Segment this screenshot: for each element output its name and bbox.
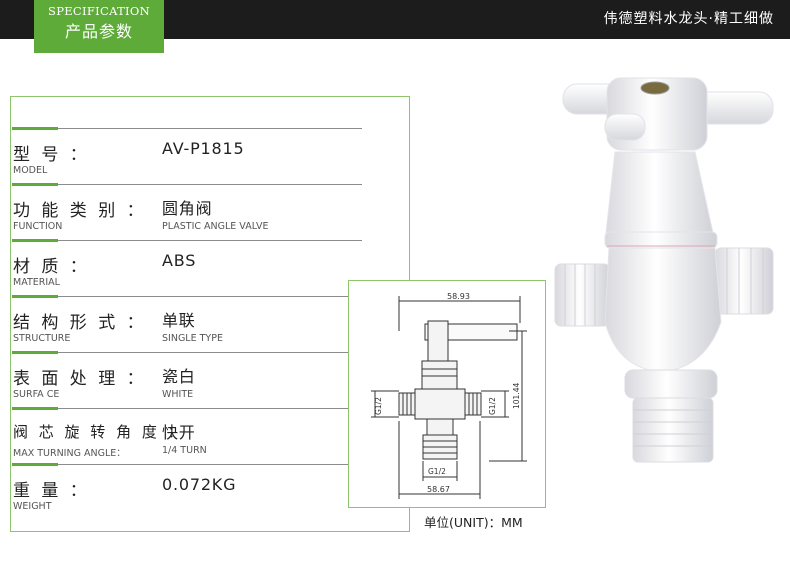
spec-label-cn: 阀 芯 旋 转 角 度 ： xyxy=(13,423,186,441)
dim-top-label: 58.93 xyxy=(447,292,470,301)
spec-label-en: STRUCTURE xyxy=(13,333,71,344)
spec-tab-cn: 产品参数 xyxy=(64,22,133,41)
thread-right-label: G1/2 xyxy=(488,397,497,415)
brand-text: 伟德塑料水龙头·精工细做 xyxy=(603,11,774,27)
spec-row-weight: 重 量 ： WEIGHT 0.072KG xyxy=(12,463,362,520)
spec-value-en: 1/4 TURN xyxy=(162,445,207,456)
spec-row-model: 型 号 ： MODEL AV-P1815 xyxy=(12,127,362,184)
dim-bottom-label: 58.67 xyxy=(427,485,450,494)
spec-label-en: MATERIAL xyxy=(13,277,60,288)
spec-label-cn: 材 质 ： xyxy=(13,257,90,277)
spec-label-cn: 表 面 处 理 ： xyxy=(13,369,147,389)
spec-value: 圆角阀 xyxy=(162,199,213,218)
spec-value: 单联 xyxy=(162,311,196,330)
spec-row-surface: 表 面 处 理 ： SURFA CE 瓷白 WHITE xyxy=(12,351,362,408)
spec-row-material: 材 质 ： MATERIAL ABS xyxy=(12,239,362,296)
spec-label-cn: 结 构 形 式 ： xyxy=(13,313,147,333)
spec-row-turning-angle: 阀 芯 旋 转 角 度 ： MAX TURNING ANGLE： 快开 1/4 … xyxy=(12,407,362,464)
thread-bottom-label: G1/2 xyxy=(428,467,446,476)
spec-value: 快开 xyxy=(162,423,196,442)
row-accent xyxy=(12,295,58,298)
thread-left-label: G1/2 xyxy=(374,397,383,415)
technical-drawing: 58.93 101.44 G1/2 G1/2 G1/2 58.67 xyxy=(348,280,546,508)
spec-label-en: FUNCTION xyxy=(13,221,63,232)
spec-row-structure: 结 构 形 式 ： STRUCTURE 单联 SINGLE TYPE xyxy=(12,295,362,352)
unit-label: 单位(UNIT)：MM xyxy=(424,515,523,530)
spec-tab-en: SPECIFICATION xyxy=(48,4,150,18)
spec-value: 0.072KG xyxy=(162,475,237,494)
product-image xyxy=(545,72,785,472)
angle-valve-illustration xyxy=(554,77,774,463)
spec-label-en: SURFA CE xyxy=(13,389,60,400)
spec-label-en: MODEL xyxy=(13,165,48,176)
spec-value: ABS xyxy=(162,251,197,270)
spec-value-en: WHITE xyxy=(162,389,194,400)
spec-row-function: 功 能 类 别 ： FUNCTION 圆角阀 PLASTIC ANGLE VAL… xyxy=(12,183,362,240)
spec-label-en: WEIGHT xyxy=(13,501,52,512)
spec-value-en: PLASTIC ANGLE VALVE xyxy=(162,221,269,232)
spec-value-en: SINGLE TYPE xyxy=(162,333,223,344)
spec-label-cn: 型 号 ： xyxy=(13,145,90,165)
row-accent xyxy=(12,351,58,354)
row-accent xyxy=(12,183,58,186)
valve-dimension-diagram: 58.93 101.44 G1/2 G1/2 G1/2 58.67 xyxy=(371,292,527,499)
row-accent xyxy=(12,407,58,410)
spec-tab: SPECIFICATION 产品参数 xyxy=(34,0,164,53)
spec-label-en: MAX TURNING ANGLE： xyxy=(13,448,126,459)
spec-label-cn: 功 能 类 别 ： xyxy=(13,201,147,221)
row-accent xyxy=(12,127,58,130)
row-accent xyxy=(12,239,58,242)
spec-value: AV-P1815 xyxy=(162,139,245,158)
dim-height-label: 101.44 xyxy=(512,383,521,409)
row-accent xyxy=(12,463,58,466)
spec-label-cn: 重 量 ： xyxy=(13,481,90,501)
spec-value: 瓷白 xyxy=(162,367,196,386)
